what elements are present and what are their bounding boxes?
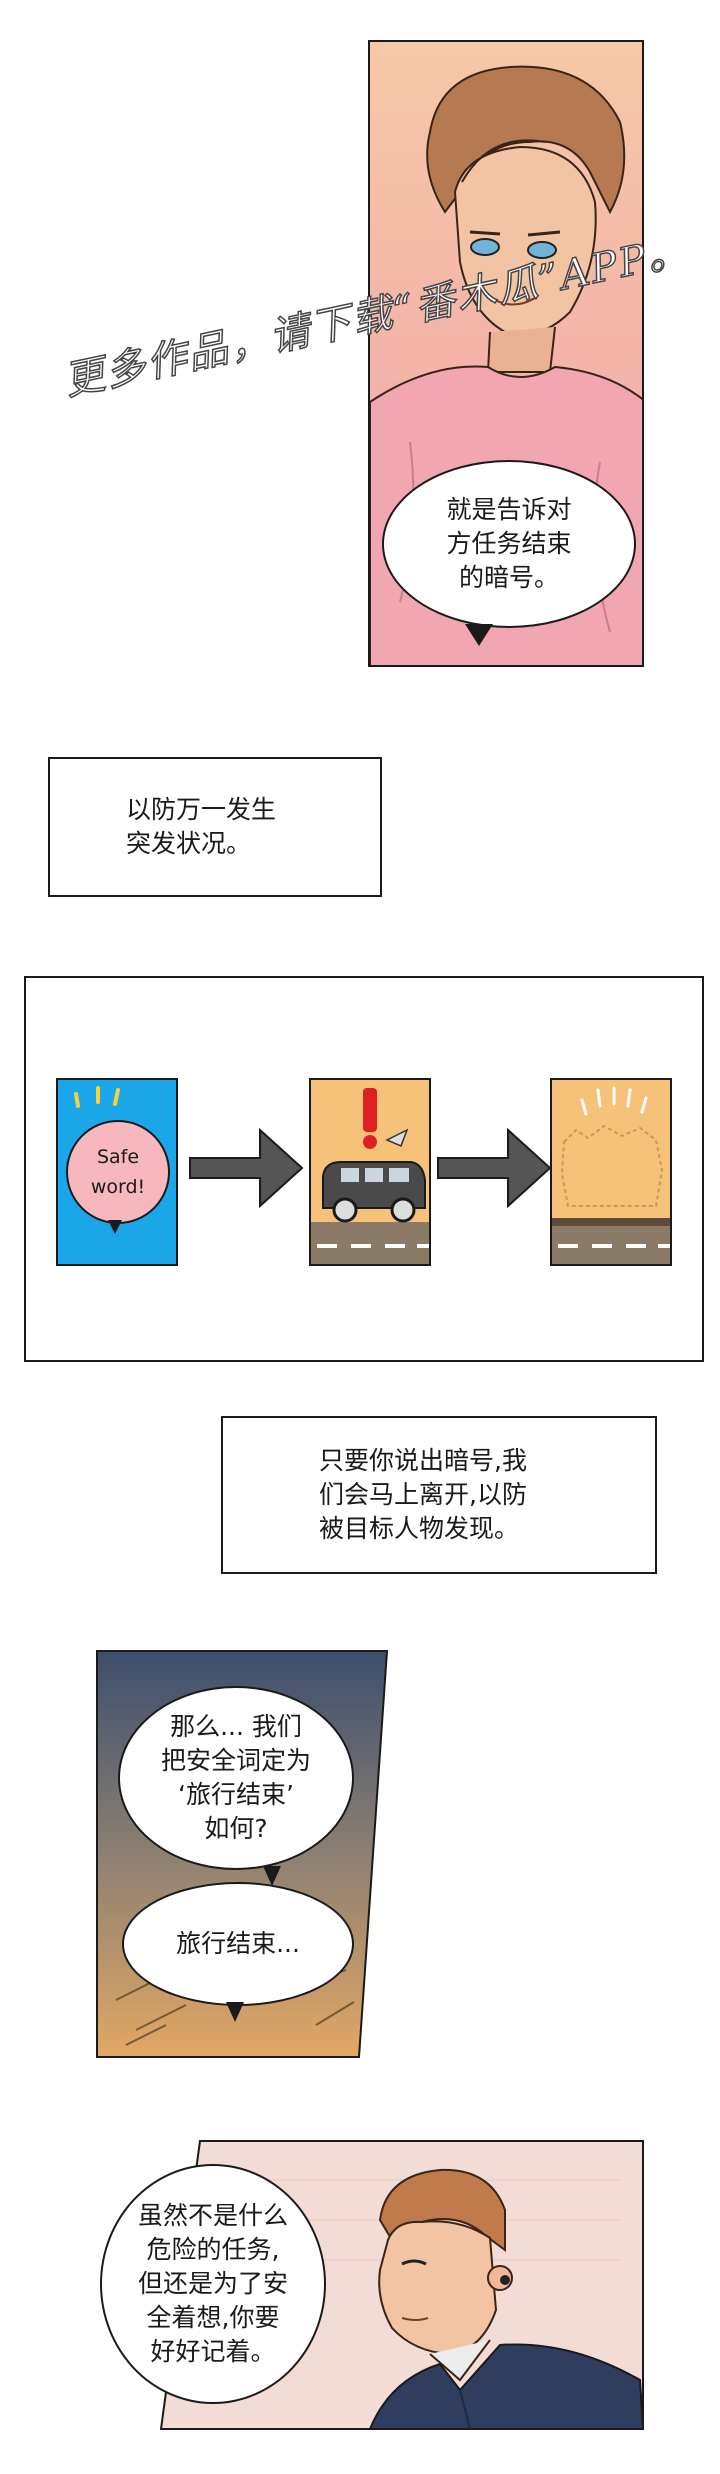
bubble-tail xyxy=(226,2002,244,2022)
diagram-card-empty-road xyxy=(550,1078,672,1266)
diagram-card-van xyxy=(309,1078,431,1266)
sparkle-marks xyxy=(74,1086,120,1108)
speech-bubble-panel-4: 虽然不是什么 危险的任务, 但还是为了安 全着想,你要 好好记着。 xyxy=(100,2164,326,2404)
bubble-tail xyxy=(465,624,493,646)
speech-bubble-panel-1: 就是告诉对 方任务结束 的暗号。 xyxy=(382,460,636,628)
diagram-card-safe-word: Safe word! xyxy=(56,1078,178,1266)
van-scene-icon xyxy=(311,1088,429,1264)
panel-2-diagram: Safe word! xyxy=(24,976,704,1362)
pink-bubble-tail xyxy=(108,1220,122,1234)
empty-road-scene-icon xyxy=(552,1086,670,1264)
pink-speech-bubble: Safe word! xyxy=(66,1120,170,1224)
panel-1: 就是告诉对 方任务结束 的暗号。 xyxy=(368,40,644,667)
speech-bubble-panel-3-top: 那么... 我们 把安全词定为 ‘旅行结束’ 如何? xyxy=(118,1686,354,1870)
caption-box-2: 只要你说出暗号,我 们会马上离开,以防 被目标人物发现。 xyxy=(221,1416,657,1574)
panel-3: 那么... 我们 把安全词定为 ‘旅行结束’ 如何? 旅行结束... xyxy=(96,1650,388,2058)
arrow-right-icon xyxy=(437,1127,552,1209)
speech-bubble-panel-3-bottom: 旅行结束... xyxy=(122,1882,354,2006)
arrow-right-icon xyxy=(189,1127,304,1209)
caption-box-1: 以防万一发生 突发状况。 xyxy=(48,757,382,897)
bubble-tail xyxy=(263,1866,281,1886)
